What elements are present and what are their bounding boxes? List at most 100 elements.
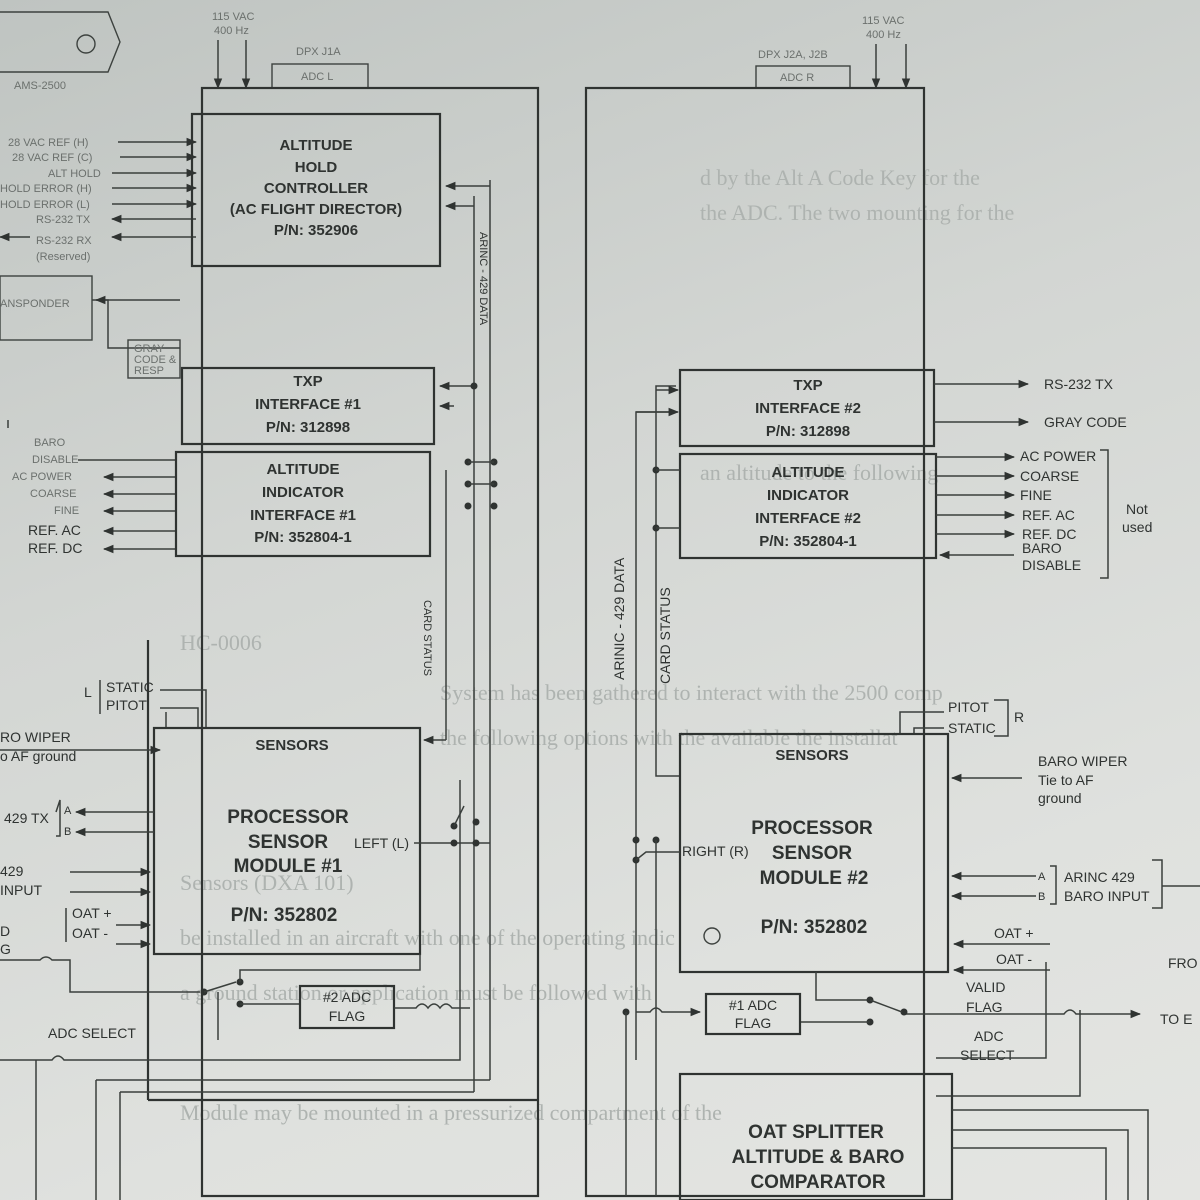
right-baro-wiper-tie: Tie to AF (1038, 772, 1094, 788)
splitter-line-3: COMPARATOR (750, 1172, 885, 1193)
svg-text:Sensors (DXA 101): Sensors (DXA 101) (180, 870, 354, 895)
ams-unit-outline (0, 11, 121, 73)
splitter-line-1: OAT SPLITTER (748, 1122, 884, 1143)
left-flag-line-1: #2 ADC (323, 989, 371, 1005)
module2-part-number: P/N: 352802 (761, 917, 868, 938)
right-input-b: B (1038, 891, 1045, 903)
right-rs232-tx: RS-232 TX (1044, 376, 1114, 392)
controller-line-2: HOLD (295, 159, 338, 176)
right-edge-from: FRO (1168, 955, 1198, 971)
ind1-part-number: P/N: 352804-1 (254, 529, 352, 546)
module2-line-2: SENSOR (772, 843, 853, 864)
ind1-ref-ac: REF. AC (28, 522, 81, 538)
right-pressure-side: R (1014, 709, 1024, 725)
left-adc-flag-box (298, 984, 396, 1030)
signal-28vac-ref-c: 28 VAC REF (C) (12, 152, 92, 164)
not-used-2: used (1122, 519, 1152, 535)
left-side-tag: LEFT (L) (354, 835, 409, 851)
right-power-freq: 400 Hz (866, 29, 901, 41)
right-power-label: 115 VAC (862, 15, 904, 27)
module1-line-2: SENSOR (248, 832, 329, 853)
not-used-1: Not (1126, 501, 1148, 517)
left-429-input-2: INPUT (0, 882, 42, 898)
signal-reserved: (Reserved) (36, 251, 90, 263)
svg-text:be installed in an aircraft wi: be installed in an aircraft with one of … (180, 925, 675, 950)
right-baro-wiper-ground: ground (1038, 790, 1082, 806)
right-connector-adc: ADC R (780, 72, 814, 84)
left-adc-section: AMS-2500 115 VAC 400 Hz DPX J1A ADC L 28… (0, 11, 540, 1200)
right-side-tag: RIGHT (R) (682, 843, 749, 859)
gray-code-note-3: RESP (134, 365, 164, 377)
left-sensors-title: SENSORS (255, 737, 328, 754)
ind1-title-1: ALTITUDE (266, 461, 339, 478)
left-power-label: 115 VAC (212, 11, 254, 23)
left-baro-wiper-ground: o AF ground (0, 748, 76, 764)
right-arinc-429: ARINC 429 (1064, 869, 1135, 885)
left-valid-partial-2: G (0, 941, 11, 957)
ind2-ref-dc: REF. DC (1022, 526, 1076, 542)
signal-alt-hold: ALT HOLD (48, 168, 101, 180)
signal-rs232-rx: RS-232 RX (36, 235, 92, 247)
txp-interface-1-box (180, 366, 436, 446)
right-pitot-port: PITOT (948, 699, 989, 715)
svg-text:a ground station or applicatio: a ground station or application must be … (180, 980, 652, 1005)
svg-text:System has been gathered to in: System has been gathered to interact wit… (440, 680, 943, 705)
right-valid-label: VALID (966, 979, 1005, 995)
ind2-baro: BARO (1022, 540, 1062, 556)
gray-code-note-2: CODE & (134, 354, 177, 366)
processor-sensor-module-1-box (152, 726, 422, 956)
left-baro-wiper: RO WIPER (0, 729, 71, 745)
right-flag-line-2: FLAG (735, 1015, 772, 1031)
left-oat-minus: OAT - (72, 925, 108, 941)
gray-code-note-1: GRAY (134, 343, 165, 355)
ind1-fine: FINE (54, 505, 79, 517)
left-arinc-data-label: ARINC - 429 DATA (477, 232, 489, 326)
svg-text:Module may be mounted in a pre: Module may be mounted in a pressurized c… (180, 1100, 722, 1125)
txp2-part-number: P/N: 312898 (766, 423, 850, 440)
controller-line-4: (AC FLIGHT DIRECTOR) (230, 201, 402, 218)
svg-text:the ADC. The two mounting for: the ADC. The two mounting for the (700, 200, 1014, 225)
ind1-title-3: INTERFACE #1 (250, 507, 356, 524)
ind2-title-1: ALTITUDE (771, 464, 844, 481)
altitude-indicator-interface-1-box (174, 450, 432, 558)
ind1-ref-dc: REF. DC (28, 540, 82, 556)
ams-unit-knob-icon (76, 34, 96, 54)
right-gray-code: GRAY CODE (1044, 414, 1127, 430)
left-connector-label: DPX J1A (296, 46, 341, 58)
background-ghost-text: d by the Alt A Code Key for the the ADC.… (180, 165, 1014, 1125)
splitter-line-2: ALTITUDE & BARO (732, 1147, 905, 1168)
txp1-name: INTERFACE #1 (255, 396, 361, 413)
module2-mount-hole-icon (703, 927, 721, 945)
ind2-part-number: P/N: 352804-1 (759, 533, 857, 550)
left-tx-a: A (64, 805, 72, 817)
ind1-baro: BARO (34, 437, 66, 449)
signal-hold-error-h: HOLD ERROR (H) (0, 183, 92, 195)
ind2-disable: DISABLE (1022, 557, 1081, 573)
ams-unit-label: AMS-2500 (14, 80, 66, 92)
left-oat-plus: OAT + (72, 905, 112, 921)
right-edge-to: TO E (1160, 1011, 1192, 1027)
signal-rs232-tx: RS-232 TX (36, 214, 91, 226)
ind2-fine: FINE (1020, 487, 1052, 503)
module2-line-3: MODULE #2 (760, 868, 869, 889)
ind1-ac-power: AC POWER (12, 471, 72, 483)
transponder-box (0, 275, 93, 341)
transponder-label: ANSPONDER (0, 298, 70, 310)
right-sensors-title: SENSORS (775, 747, 848, 764)
module2-line-1: PROCESSOR (751, 818, 873, 839)
ind1-disable: DISABLE (32, 454, 78, 466)
controller-line-3: CONTROLLER (264, 180, 368, 197)
ind2-coarse: COARSE (1020, 468, 1079, 484)
ind1-coarse: COARSE (30, 488, 76, 500)
right-adc-label: ADC (974, 1028, 1004, 1044)
txp1-part-number: P/N: 312898 (266, 419, 350, 436)
right-flag-line-1: #1 ADC (729, 997, 777, 1013)
right-adc-chassis (584, 86, 926, 1198)
left-power-freq: 400 Hz (214, 25, 249, 37)
left-429-tx: 429 TX (4, 810, 50, 826)
right-adc-flag-box (704, 992, 802, 1036)
txp1-title: TXP (293, 373, 322, 390)
gray-code-note-box (127, 339, 181, 379)
module1-line-3: MODULE #1 (234, 856, 343, 877)
